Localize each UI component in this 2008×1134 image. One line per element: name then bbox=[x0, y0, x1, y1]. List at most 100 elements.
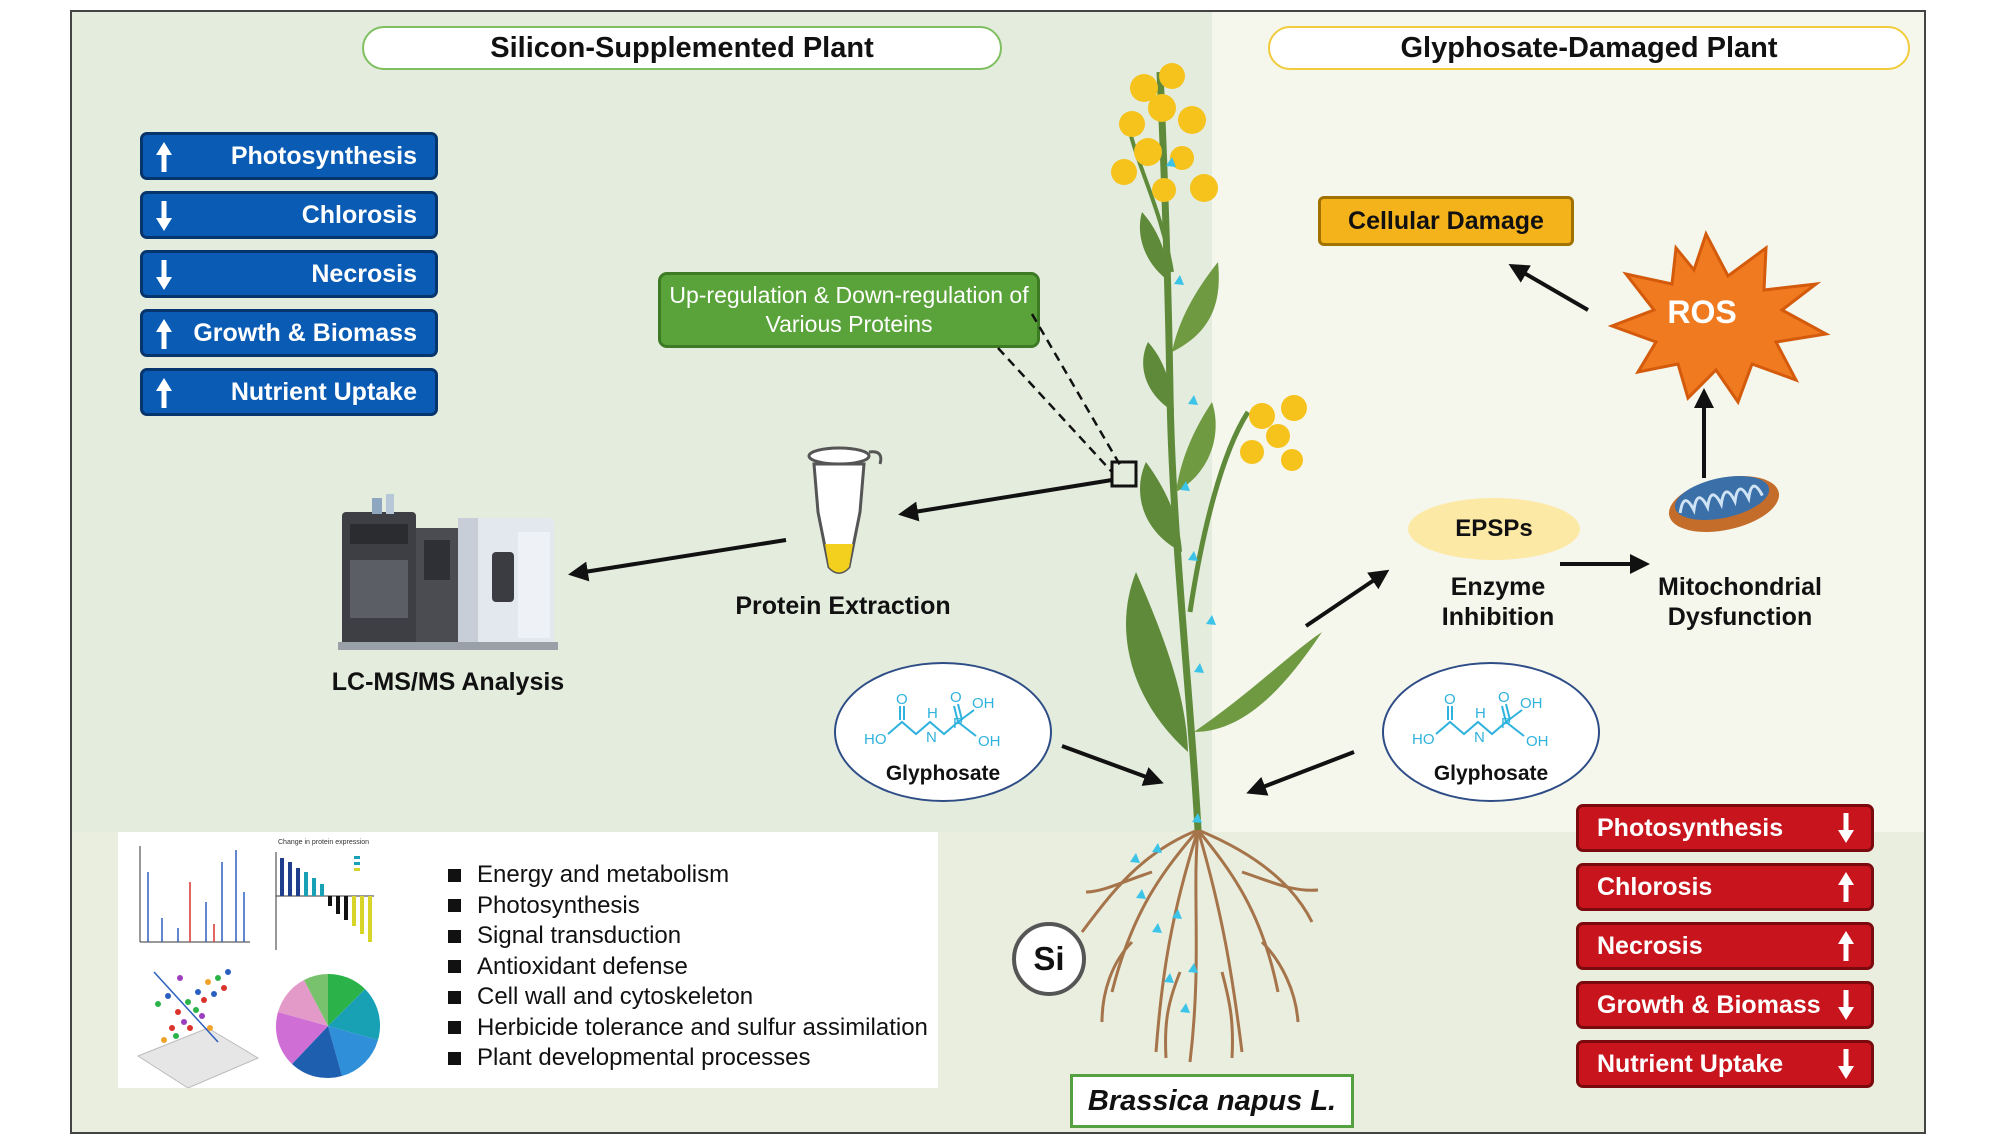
arrow-glyphosate-left bbox=[1061, 744, 1164, 786]
glyphosate-molecule-left: O HO H N O P OH OH Glyphosate bbox=[834, 662, 1052, 802]
results-thumbnails: Change in protein expression bbox=[136, 839, 381, 1088]
bullet-square-icon bbox=[448, 899, 461, 913]
list-item: Photosynthesis bbox=[448, 891, 928, 922]
atom-label: OH bbox=[1526, 733, 1549, 750]
list-item: Plant developmental processes bbox=[448, 1043, 928, 1074]
workflow-graphics bbox=[338, 63, 1831, 1063]
enzyme-inhibition-label: Enzyme Inhibition bbox=[1441, 573, 1555, 631]
arrow-up-icon bbox=[156, 319, 172, 349]
effect-label: Photosynthesis bbox=[230, 141, 417, 170]
atom-label: O bbox=[1498, 689, 1510, 706]
list-item: Energy and metabolism bbox=[448, 860, 928, 891]
silicon-effect-nutrient-uptake: Nutrient Uptake bbox=[140, 368, 438, 416]
arrow-down-icon bbox=[156, 260, 172, 290]
effect-label: Growth & Biomass bbox=[1597, 990, 1821, 1019]
lc-ms-instrument-icon bbox=[338, 494, 558, 650]
silicon-effect-necrosis: Necrosis bbox=[140, 250, 438, 298]
arrow-up-icon bbox=[1838, 931, 1854, 961]
zoom-line bbox=[1030, 313, 1122, 466]
atom-label: OH bbox=[1520, 695, 1543, 712]
pca-scatter-thumbnail bbox=[136, 969, 260, 1088]
glyphosate-label: Glyphosate bbox=[1433, 762, 1549, 785]
category-label: Herbicide tolerance and sulfur assimilat… bbox=[477, 1013, 928, 1041]
arrow-down-icon bbox=[1838, 990, 1854, 1020]
glyphosate-plant-title: Glyphosate-Damaged Plant bbox=[1268, 26, 1910, 70]
glyphosate-structure-icon: O HO H N O P OH OH bbox=[1412, 689, 1549, 750]
effect-label: Photosynthesis bbox=[1597, 813, 1784, 842]
effect-label: Chlorosis bbox=[1597, 872, 1713, 901]
category-label: Cell wall and cytoskeleton bbox=[477, 983, 754, 1011]
effect-label: Nutrient Uptake bbox=[1597, 1049, 1784, 1078]
cellular-damage-box: Cellular Damage bbox=[1318, 196, 1574, 246]
bullet-square-icon bbox=[448, 960, 461, 974]
atom-label: O bbox=[1444, 691, 1456, 708]
arrow-down-icon bbox=[156, 201, 172, 231]
atom-label: O bbox=[950, 689, 962, 706]
bullet-square-icon bbox=[448, 990, 461, 1004]
atom-label: OH bbox=[978, 733, 1001, 750]
lc-ms-analysis-label: LC-MS/MS Analysis bbox=[331, 668, 565, 696]
spectrum-thumbnail bbox=[139, 846, 250, 943]
bullet-square-icon bbox=[448, 929, 461, 943]
atom-label: O bbox=[896, 691, 908, 708]
silicon-effect-chlorosis: Chlorosis bbox=[140, 191, 438, 239]
atom-label: H bbox=[1475, 705, 1486, 722]
leaf-sample-box bbox=[1110, 460, 1138, 488]
bullet-square-icon bbox=[448, 868, 461, 882]
atom-label: P bbox=[953, 715, 963, 732]
atom-label: HO bbox=[1412, 731, 1435, 748]
protein-category-list: Energy and metabolism Photosynthesis Sig… bbox=[448, 860, 928, 1074]
category-label: Plant developmental processes bbox=[477, 1044, 811, 1072]
silicon-effect-photosynthesis: Photosynthesis bbox=[140, 132, 438, 180]
arrow-leaf-to-tube bbox=[898, 478, 1113, 522]
category-label: Antioxidant defense bbox=[477, 952, 688, 980]
glyphosate-structure-icon: O HO H N O P OH OH bbox=[864, 689, 1001, 750]
zoom-line bbox=[997, 347, 1113, 473]
proteomics-results-panel: Change in protein expression bbox=[118, 832, 938, 1088]
bullet-square-icon bbox=[448, 1021, 461, 1035]
protein-regulation-box: Up-regulation & Down-regulation of Vario… bbox=[658, 272, 1040, 348]
glyphosate-molecule-right: O HO H N O P OH OH Glyphosate bbox=[1382, 662, 1600, 802]
atom-label: HO bbox=[864, 731, 887, 748]
species-label: Brassica napus L. bbox=[1070, 1074, 1354, 1128]
list-item: Cell wall and cytoskeleton bbox=[448, 982, 928, 1013]
category-label: Energy and metabolism bbox=[477, 861, 730, 889]
category-label: Signal transduction bbox=[477, 922, 682, 950]
brassica-plant-icon bbox=[1080, 63, 1322, 1063]
epsps-enzyme: EPSPs bbox=[1408, 498, 1580, 560]
atom-label: OH bbox=[972, 695, 995, 712]
arrow-up-icon bbox=[156, 378, 172, 408]
silicon-circle: Si bbox=[1012, 922, 1086, 996]
mitochondrial-dysfunction-label: Mitochondrial Dysfunction bbox=[1658, 573, 1822, 631]
list-item: Signal transduction bbox=[448, 921, 928, 952]
protein-tube-icon bbox=[807, 446, 883, 574]
category-pie-thumbnail bbox=[275, 973, 381, 1079]
list-item: Antioxidant defense bbox=[448, 952, 928, 983]
protein-extraction-label: Protein Extraction bbox=[735, 592, 951, 620]
ros-label: ROS bbox=[1667, 294, 1737, 330]
effect-label: Chlorosis bbox=[301, 200, 417, 229]
glyphosate-effect-photosynthesis: Photosynthesis bbox=[1576, 804, 1874, 852]
silicon-effect-growth-biomass: Growth & Biomass bbox=[140, 309, 438, 357]
silicon-plant-title: Silicon-Supplemented Plant bbox=[362, 26, 1002, 70]
atom-label: N bbox=[1474, 729, 1485, 746]
bullet-square-icon bbox=[448, 1051, 461, 1065]
arrow-plant-to-epsps bbox=[1304, 569, 1390, 628]
glyphosate-effect-growth-biomass: Growth & Biomass bbox=[1576, 981, 1874, 1029]
mini-chart-title: Change in protein expression bbox=[278, 839, 369, 846]
effect-label: Necrosis bbox=[1597, 931, 1703, 960]
glyphosate-label: Glyphosate bbox=[885, 762, 1001, 785]
atom-label: P bbox=[1501, 715, 1511, 732]
diagram-frame: Silicon-Supplemented Plant Glyphosate-Da… bbox=[70, 10, 1926, 1134]
arrow-up-icon bbox=[1838, 872, 1854, 902]
effect-label: Growth & Biomass bbox=[193, 318, 417, 347]
ros-burst-icon bbox=[1607, 230, 1831, 406]
glyphosate-effect-nutrient-uptake: Nutrient Uptake bbox=[1576, 1040, 1874, 1088]
glyphosate-effect-chlorosis: Chlorosis bbox=[1576, 863, 1874, 911]
arrow-up-icon bbox=[156, 142, 172, 172]
atom-label: N bbox=[926, 729, 937, 746]
arrow-down-icon bbox=[1838, 813, 1854, 843]
arrow-ros-to-damage bbox=[1508, 263, 1590, 312]
expression-bar-thumbnail: Change in protein expression bbox=[275, 839, 374, 950]
effect-label: Nutrient Uptake bbox=[230, 377, 417, 406]
